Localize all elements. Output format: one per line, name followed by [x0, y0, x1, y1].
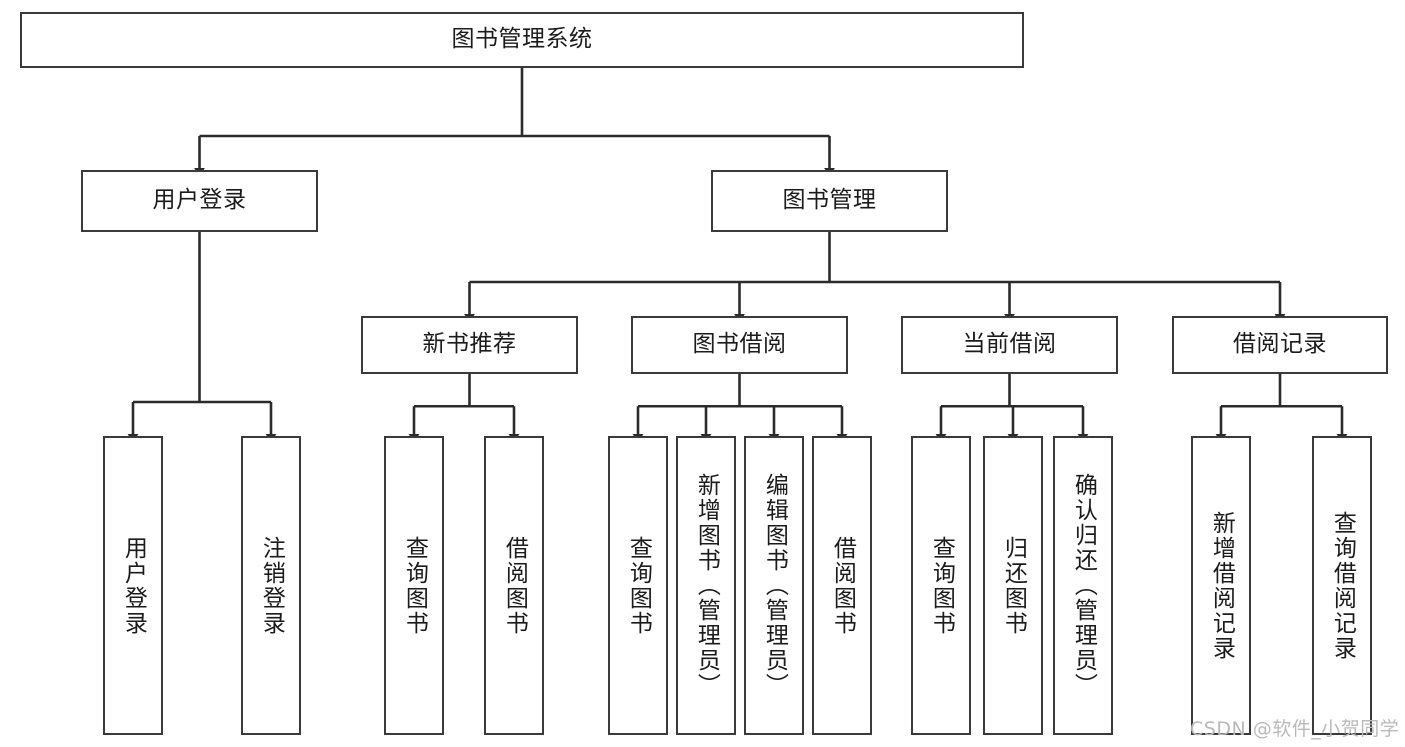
node-leaf-logout[interactable]: 注销登录: [241, 436, 301, 735]
node-label: 当前借阅: [962, 331, 1057, 358]
node-leaf-query-book-3[interactable]: 查询图书: [911, 436, 971, 735]
node-label: 查询图书: [928, 535, 955, 636]
node-label: 查询图书: [625, 535, 652, 636]
node-label: 新增图书（管理员）: [693, 473, 720, 698]
node-leaf-user-login[interactable]: 用户登录: [103, 436, 163, 735]
node-label: 编辑图书（管理员）: [761, 473, 788, 698]
node-book-borrow[interactable]: 图书借阅: [631, 316, 848, 374]
csdn-watermark: CSDN @软件_小贺同学: [1190, 718, 1400, 740]
node-user-login[interactable]: 用户登录: [81, 170, 318, 232]
node-label: 图书管理: [782, 187, 877, 214]
node-label: 查询借阅记录: [1329, 510, 1356, 661]
node-label: 借阅记录: [1233, 331, 1327, 358]
node-leaf-add-borrow-record[interactable]: 新增借阅记录: [1191, 436, 1251, 735]
node-leaf-borrow-book-2[interactable]: 借阅图书: [812, 436, 872, 735]
node-label: 注销登录: [258, 535, 285, 636]
node-label: 查询图书: [401, 535, 428, 636]
node-leaf-query-book-2[interactable]: 查询图书: [608, 436, 668, 735]
node-label: 借阅图书: [829, 535, 856, 636]
node-leaf-return-book[interactable]: 归还图书: [983, 436, 1043, 735]
node-label: 归还图书: [1000, 535, 1027, 636]
node-label: 用户登录: [152, 187, 247, 214]
node-label: 确认归还（管理员）: [1070, 473, 1097, 698]
node-leaf-add-book[interactable]: 新增图书（管理员）: [676, 436, 736, 735]
node-new-book-recommend[interactable]: 新书推荐: [361, 316, 578, 374]
node-leaf-edit-book[interactable]: 编辑图书（管理员）: [744, 436, 804, 735]
node-leaf-query-book-1[interactable]: 查询图书: [384, 436, 444, 735]
node-label: 新增借阅记录: [1208, 510, 1235, 661]
node-root[interactable]: 图书管理系统: [20, 12, 1024, 68]
node-leaf-confirm-return[interactable]: 确认归还（管理员）: [1053, 436, 1113, 735]
node-label: 图书借阅: [692, 331, 787, 358]
node-book-manage[interactable]: 图书管理: [711, 170, 948, 232]
node-borrow-record[interactable]: 借阅记录: [1172, 316, 1388, 374]
node-current-borrow[interactable]: 当前借阅: [901, 316, 1118, 374]
node-label: 用户登录: [120, 535, 147, 636]
node-label: 借阅图书: [501, 535, 528, 636]
node-leaf-query-borrow-record[interactable]: 查询借阅记录: [1312, 436, 1372, 735]
node-label: 图书管理系统: [451, 26, 593, 53]
node-leaf-borrow-book-1[interactable]: 借阅图书: [484, 436, 544, 735]
node-label: 新书推荐: [422, 331, 517, 358]
